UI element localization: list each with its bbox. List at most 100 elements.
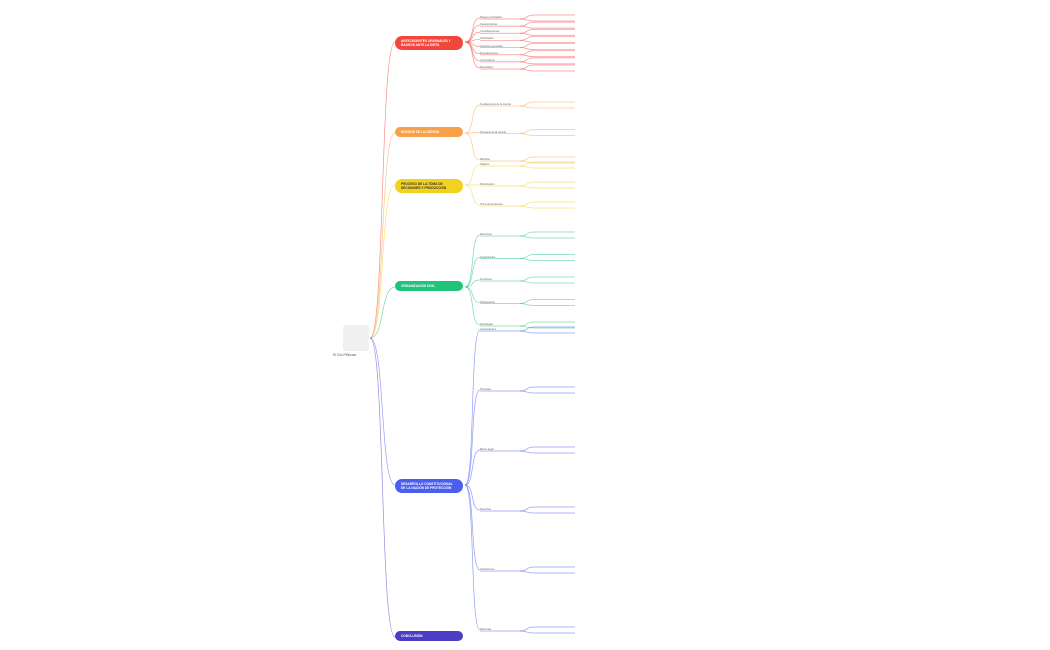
child-link [464, 234, 481, 288]
leaf-link [519, 43, 536, 48]
leaf-link [519, 64, 536, 70]
child-node[interactable]: Procesos de la ciencia [480, 130, 506, 134]
leaf-link [519, 21, 536, 27]
root-image-placeholder [343, 325, 369, 351]
root-branch-link [369, 337, 396, 486]
child-link [464, 484, 481, 511]
child-node[interactable]: Comentarios [480, 58, 495, 62]
child-node[interactable]: Marco legal [480, 448, 494, 451]
leaf-link [519, 205, 536, 209]
child-link [464, 132, 481, 134]
child-node[interactable]: Derechos [480, 508, 492, 511]
child-link [464, 286, 481, 326]
root-branch-link [369, 41, 396, 339]
leaf-link [519, 18, 536, 22]
leaf-link [519, 105, 536, 109]
branch-node[interactable]: CONCLUSIÓN [395, 631, 463, 641]
child-node[interactable]: Métodos [480, 158, 490, 161]
leaf-link [519, 57, 536, 63]
leaf-link [519, 101, 536, 107]
child-node[interactable]: Funciones [480, 278, 492, 281]
child-link [464, 484, 481, 631]
leaf-link [519, 254, 536, 259]
child-node[interactable]: Resultados [480, 66, 493, 69]
child-link [464, 279, 481, 288]
leaf-link [519, 510, 536, 514]
child-link [464, 104, 481, 134]
branch-node[interactable]: ORGANIZACIÓN CIVIL [395, 281, 463, 291]
leaf-link [519, 390, 536, 394]
child-node[interactable]: Estrategias [480, 323, 493, 326]
child-node[interactable]: Participación [480, 300, 495, 304]
leaf-link [519, 630, 536, 634]
leaf-link [519, 276, 536, 282]
child-node[interactable]: Rasgos principales [480, 16, 502, 19]
child-node[interactable]: Objetivo [480, 163, 490, 166]
leaf-link [519, 54, 536, 58]
root-branch-link [369, 184, 396, 339]
child-link [464, 17, 481, 43]
leaf-link [519, 626, 536, 632]
leaf-link [519, 201, 536, 207]
child-node[interactable]: Principios [480, 388, 492, 391]
root-branch-link [369, 286, 396, 339]
leaf-link [519, 133, 536, 136]
leaf-link [519, 303, 536, 306]
child-node[interactable]: Consideraciones [480, 30, 500, 34]
child-node[interactable]: Organización [480, 255, 496, 259]
leaf-link [519, 386, 536, 392]
leaf-link [519, 40, 536, 43]
child-node[interactable]: Antecedentes [480, 328, 496, 331]
branch-node[interactable]: ANTECEDENTES ORIGINALES Y RASGOS ANTE LA… [395, 36, 463, 50]
leaf-link [519, 330, 536, 334]
child-node[interactable]: Aspectos generales [480, 44, 503, 48]
child-node[interactable]: Características [480, 23, 498, 27]
child-link [464, 132, 481, 161]
leaf-link [519, 325, 536, 329]
child-link [464, 329, 481, 486]
branch-node[interactable]: PROCESO DE LA TOMA DE DECISIONES Y PRODU… [395, 179, 463, 193]
leaf-link [519, 25, 536, 29]
leaf-link [519, 258, 536, 261]
child-node[interactable]: Toma de decisiones [480, 203, 503, 206]
child-link [464, 484, 481, 571]
root-label: El Dío Piñonas [333, 353, 357, 357]
leaf-link [519, 506, 536, 512]
leaf-link [519, 185, 536, 189]
child-link [464, 164, 481, 186]
leaf-link [519, 299, 536, 304]
child-node[interactable]: Procedimientos [480, 51, 498, 55]
leaf-link [519, 28, 536, 34]
child-link [464, 257, 481, 288]
child-node[interactable]: Actividades [480, 37, 494, 41]
leaf-link [519, 165, 536, 169]
leaf-link [519, 47, 536, 50]
leaf-link [519, 14, 536, 20]
child-node[interactable]: Estructura [480, 233, 492, 236]
root-branch-link [369, 337, 396, 638]
leaf-link [519, 68, 536, 72]
branch-node[interactable]: DESARROLLO CONSTITUCIONAL DE LA NACIÓN D… [395, 479, 463, 493]
child-link [464, 39, 481, 43]
child-link [464, 41, 481, 62]
child-node[interactable]: Fundamentos de la ciencia [480, 103, 511, 106]
branch-node[interactable]: RASGOS DE LA CIENCIA [395, 127, 463, 137]
leaf-link [519, 450, 536, 454]
leaf-link [519, 446, 536, 452]
child-node[interactable]: Reformas [480, 628, 492, 631]
child-link [464, 286, 481, 303]
child-link [464, 449, 481, 486]
leaf-link [519, 32, 536, 36]
leaf-link [519, 321, 536, 327]
child-node[interactable]: Planificación [480, 183, 495, 186]
leaf-link [519, 570, 536, 574]
leaf-link [519, 231, 536, 237]
child-link [464, 184, 481, 206]
leaf-link [519, 61, 536, 65]
leaf-link [519, 156, 536, 162]
leaf-link [519, 50, 536, 56]
child-node[interactable]: Instituciones [480, 568, 495, 571]
leaf-link [519, 566, 536, 572]
leaf-link [519, 160, 536, 164]
